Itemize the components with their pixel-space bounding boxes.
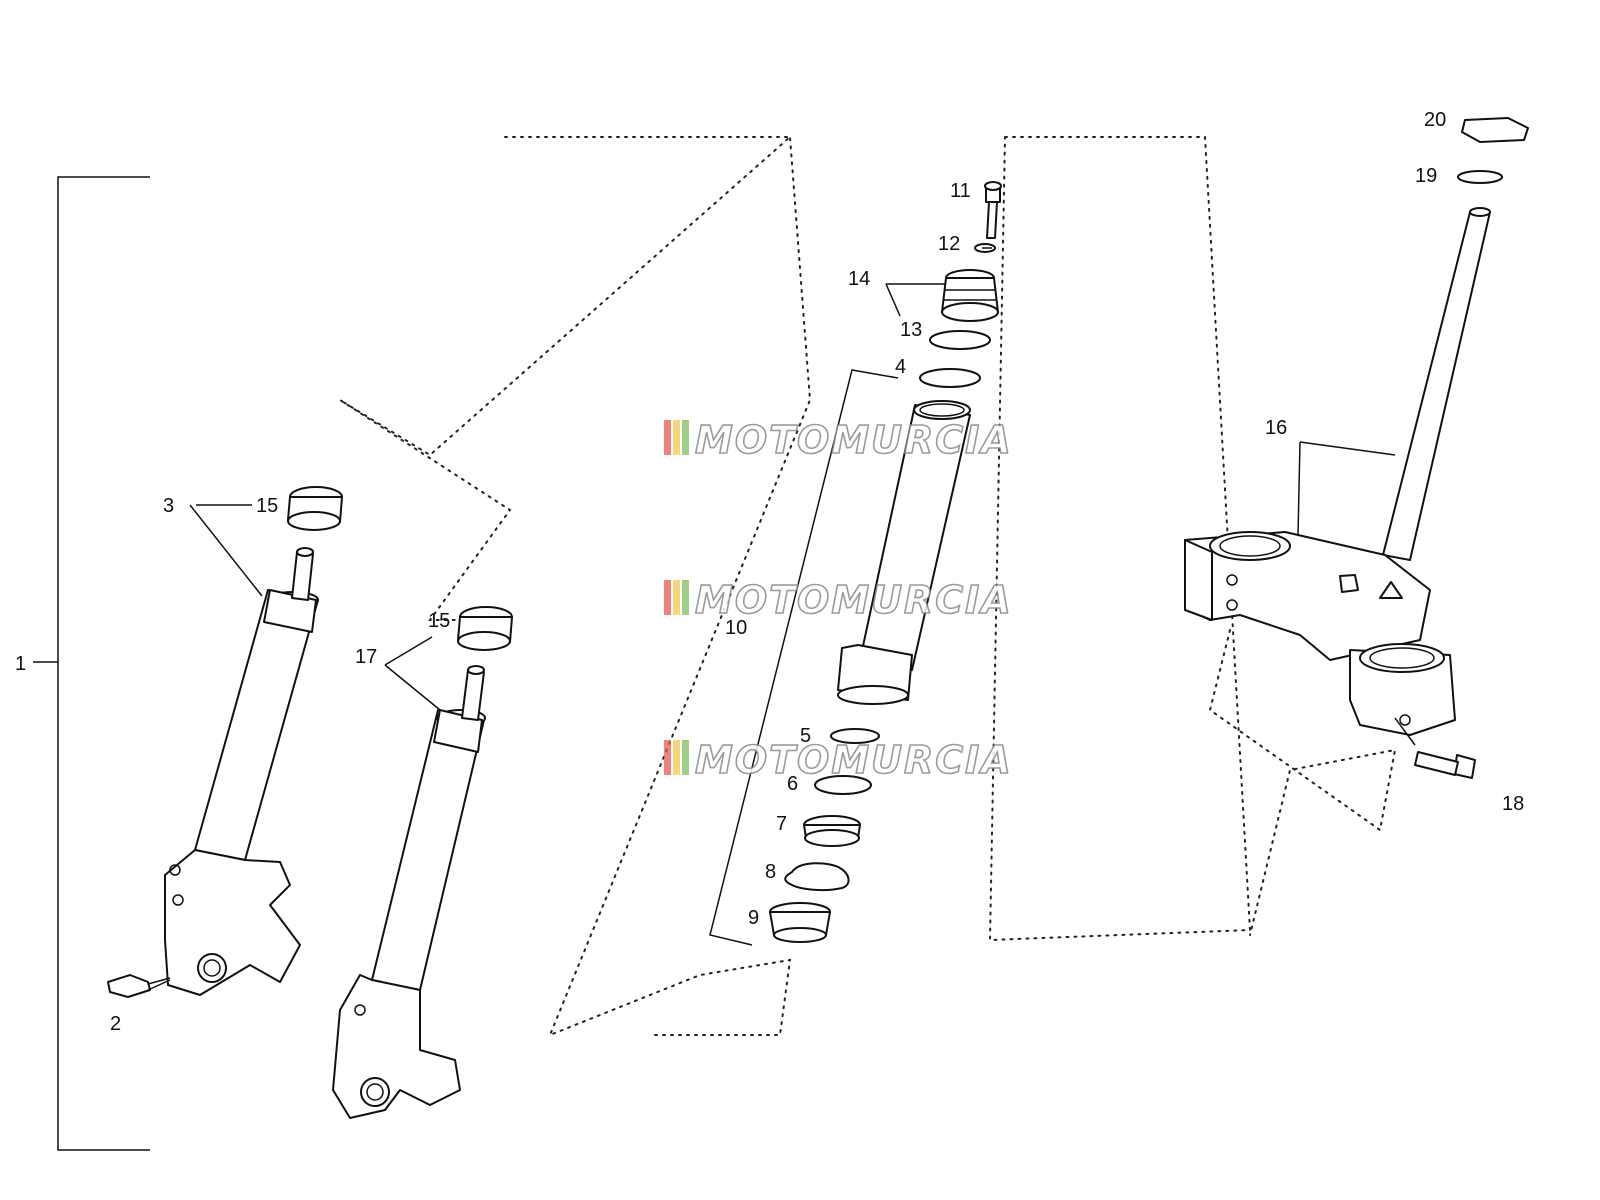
callout-6: 6: [787, 773, 798, 795]
bolt-item-18: [1414, 751, 1476, 779]
circlip-item-8: [784, 862, 850, 892]
leader-lines: [147, 247, 1416, 991]
callouts: 1 2 3 15 15 17 11 12 14 13 4 10 5 6 7 8 …: [15, 109, 1524, 1035]
watermark-text: MOTOMURCIA: [695, 418, 1013, 462]
washer-item-6: [814, 775, 872, 795]
watermark-text: MOTOMURCIA: [695, 578, 1013, 622]
left-fork-leg: [164, 547, 319, 996]
callout-20: 20: [1424, 109, 1446, 131]
callout-18: 18: [1502, 793, 1524, 815]
dust-seal-item-9: [769, 902, 831, 943]
callout-14: 14: [848, 268, 870, 290]
watermark-text: MOTOMURCIA: [695, 738, 1013, 782]
callout-8: 8: [765, 861, 776, 883]
ring-item-4: [919, 368, 981, 388]
callout-7: 7: [776, 813, 787, 835]
callout-17: 17: [355, 646, 377, 668]
callout-15b: 15: [428, 610, 450, 632]
right-fork-leg: [332, 665, 486, 1119]
callout-15a: 15: [256, 495, 278, 517]
callout-1: 1: [15, 653, 26, 675]
bracket-inner-parts: [709, 369, 899, 946]
callout-10: 10: [725, 617, 747, 639]
callout-12: 12: [938, 233, 960, 255]
callout-16: 16: [1265, 417, 1287, 439]
bolt-item-2: [107, 974, 171, 998]
cap-item-14: [941, 269, 999, 322]
bushing-lower: [457, 606, 513, 651]
seal-item-7: [803, 815, 861, 847]
fork-tube-item-10: [837, 400, 971, 705]
callout-9: 9: [748, 907, 759, 929]
oring-item-13: [929, 330, 991, 350]
dotted-group-left: [339, 136, 793, 621]
callout-19: 19: [1415, 165, 1437, 187]
dotted-group-right: [988, 136, 1252, 942]
bushing-upper: [287, 486, 343, 531]
watermark-top: MOTOMURCIA: [664, 417, 1013, 463]
watermark-bottom: MOTOMURCIA: [664, 737, 1013, 783]
callout-11: 11: [950, 180, 971, 202]
clip-item-5: [830, 728, 880, 744]
callout-2: 2: [110, 1013, 121, 1035]
callout-13: 13: [900, 319, 922, 341]
nut-item-20: [1461, 117, 1529, 143]
callout-4: 4: [895, 356, 906, 378]
washer-item-19: [1457, 170, 1503, 184]
bolt-item-11: [984, 181, 1002, 239]
watermark-middle: MOTOMURCIA: [664, 577, 1013, 623]
bracket-assembly: [57, 176, 150, 1151]
steering-stem-assembly: [1184, 207, 1491, 736]
callout-3: 3: [163, 495, 174, 517]
callout-5: 5: [800, 725, 811, 747]
